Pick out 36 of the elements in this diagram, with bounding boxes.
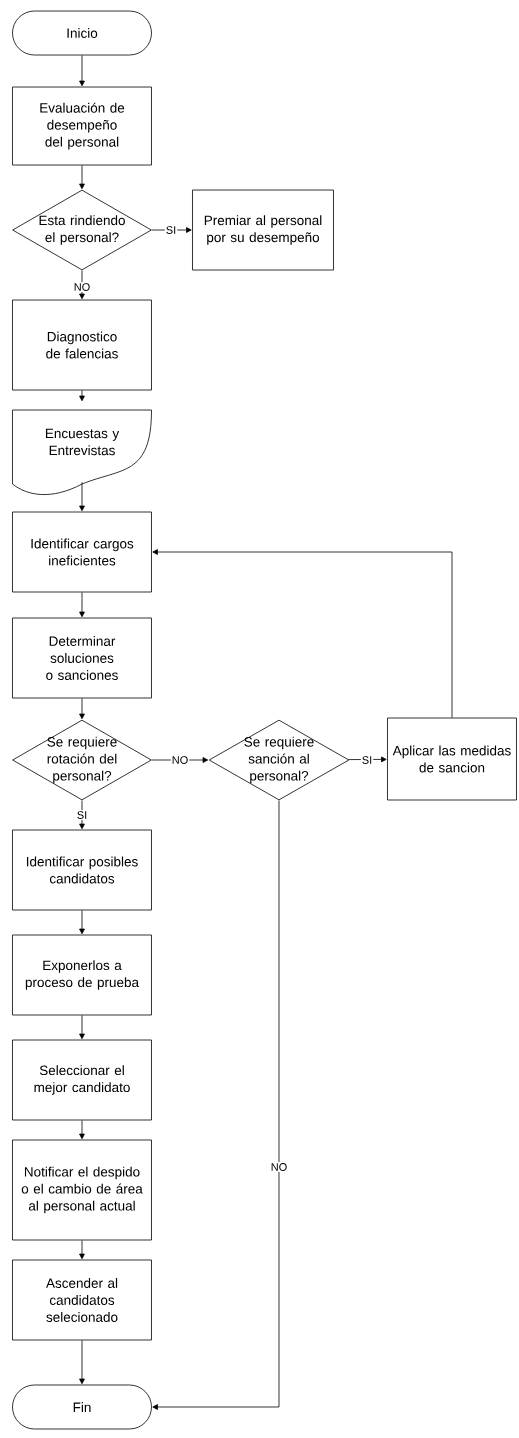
arrow	[152, 549, 453, 718]
process-box: Premiar al personal por su desempeño	[192, 189, 334, 271]
arrow	[79, 482, 85, 512]
arrow	[79, 592, 85, 618]
arrow	[348, 756, 387, 763]
edge-label: SI	[164, 225, 178, 235]
arrow	[79, 910, 85, 935]
edge-label: SI	[75, 810, 89, 820]
process-box: Determinar soluciones o sanciones	[12, 617, 152, 699]
edge-label: NO	[170, 755, 190, 765]
arrow	[79, 390, 85, 402]
edge-label: NO	[72, 282, 92, 292]
process-box: Diagnostico de falencias	[12, 299, 152, 391]
arrow	[79, 1240, 85, 1260]
arrow	[79, 1015, 85, 1040]
edge-label: SI	[360, 755, 374, 765]
process-box: Identificar cargos ineficientes	[12, 511, 152, 593]
process-box: Notificar el despido o el cambio de área al personal actual	[12, 1139, 152, 1241]
arrow	[79, 55, 85, 87]
process-box: Seleccionar el mejor candidato	[12, 1039, 152, 1121]
process-box: Evaluación de desempeño del personal	[12, 86, 152, 166]
arrow	[79, 1120, 85, 1140]
process-box: Identificar posibles candidatos	[12, 829, 152, 911]
process-box: Ascender al candidatos selecionado	[12, 1259, 152, 1341]
arrow	[151, 227, 192, 233]
arrow	[79, 165, 85, 190]
terminal: Inicio	[12, 10, 152, 56]
arrow	[79, 270, 85, 300]
arrow	[151, 757, 209, 763]
arrow	[152, 800, 280, 1410]
process-box: Aplicar las medidas de sancion	[387, 717, 517, 801]
process-box: Exponerlos a proceso de prueba	[12, 934, 152, 1016]
arrow	[79, 698, 85, 720]
terminal: Fin	[12, 1384, 152, 1430]
edge-label: NO	[269, 1162, 289, 1172]
arrow	[79, 1340, 85, 1385]
